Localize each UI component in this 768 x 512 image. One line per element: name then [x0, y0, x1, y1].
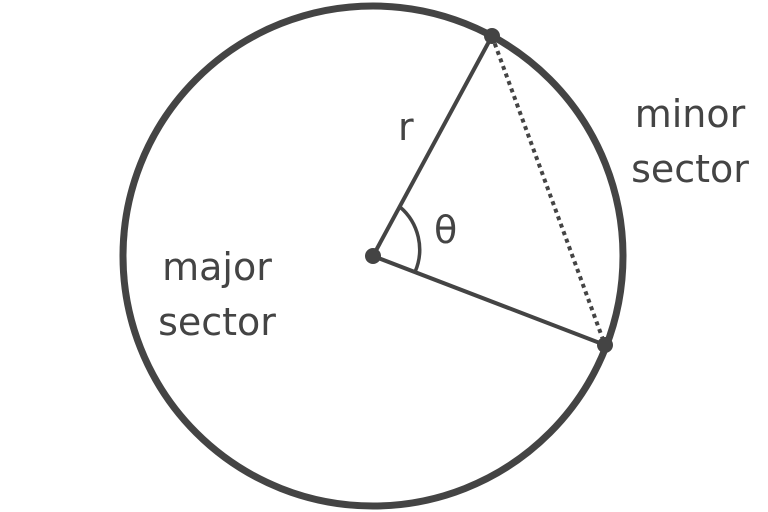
major-sector-label-line1: major — [162, 245, 272, 289]
radius-label: r — [398, 105, 414, 149]
major-sector-label-line2: sector — [158, 300, 276, 344]
chord-dotted-line — [490, 35, 607, 346]
radius-to-right-point — [372, 254, 606, 347]
right-point — [597, 337, 613, 353]
theta-label: θ — [434, 208, 457, 252]
minor-sector-label-line2: sector — [631, 147, 749, 191]
radius-to-top-point — [371, 35, 494, 257]
center-point — [365, 248, 381, 264]
top-point — [484, 28, 500, 44]
angle-arc — [398, 205, 422, 273]
minor-sector-label-line1: minor — [635, 92, 746, 136]
circle-outline — [119, 2, 627, 510]
